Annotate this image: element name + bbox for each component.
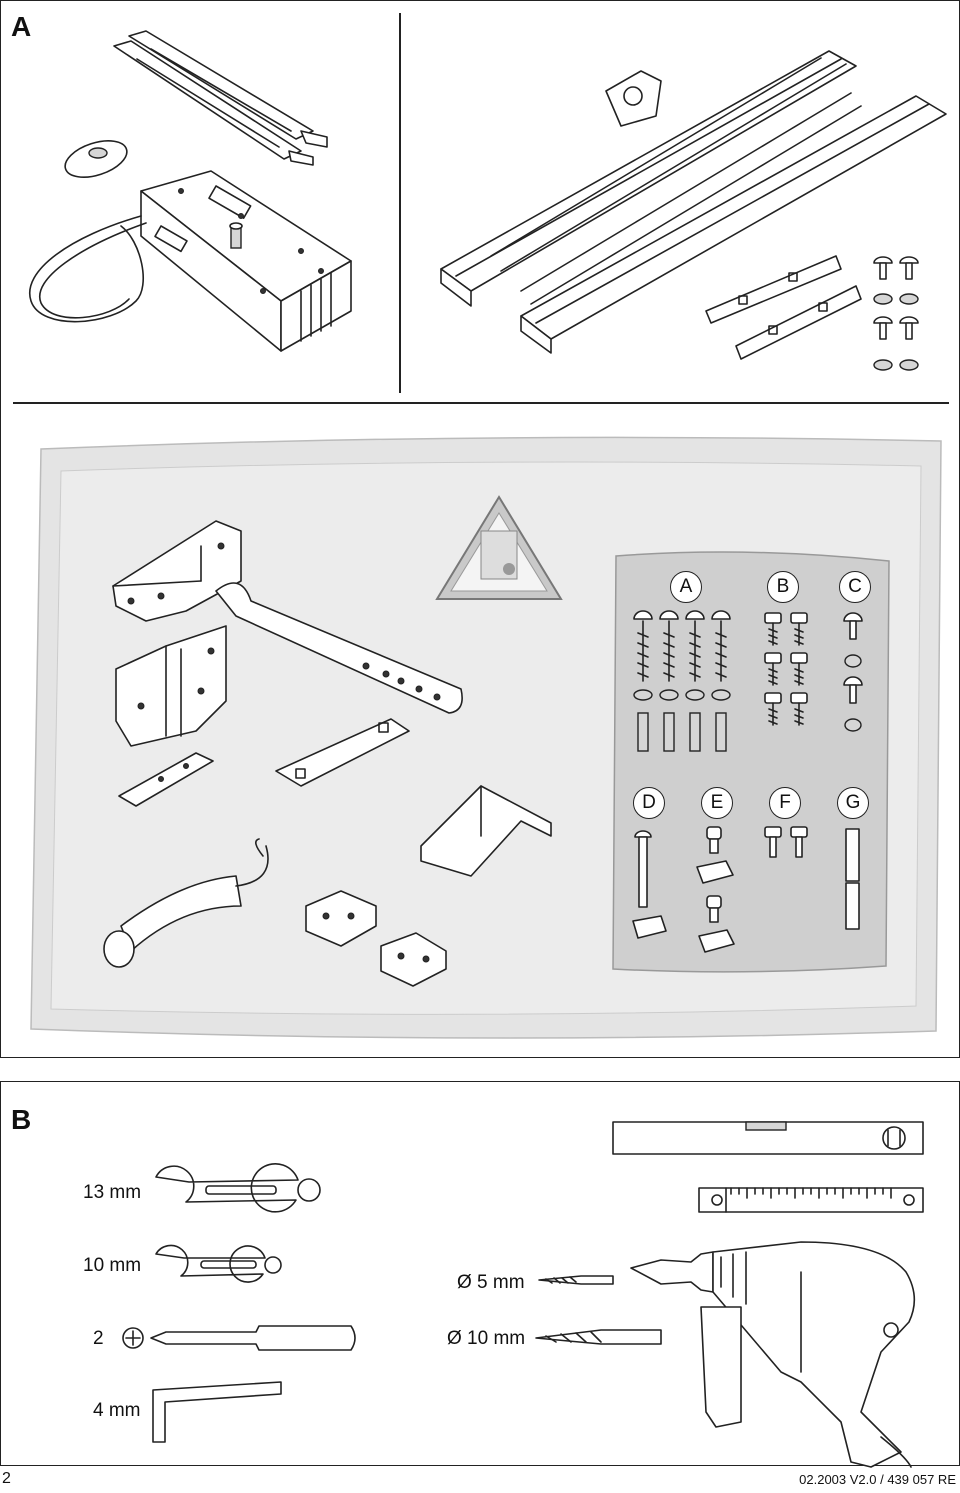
slotted-bracket xyxy=(113,30,328,166)
bag-g-rods xyxy=(845,828,860,930)
allen-key-label: 4 mm xyxy=(93,1400,141,1421)
page-number: 2 xyxy=(2,1470,11,1487)
warning-triangle-icon xyxy=(435,495,563,600)
wrench-13-label: 13 mm xyxy=(83,1182,142,1203)
spirit-level-icon xyxy=(612,1121,924,1155)
wrench-10-label: 10 mm xyxy=(83,1255,142,1276)
section-a-parts: A xyxy=(0,0,960,1058)
bag-label-a: A xyxy=(670,571,702,603)
bag-label-c: C xyxy=(839,571,871,603)
tools-illustration xyxy=(122,1121,924,1468)
bag-label-e: E xyxy=(701,787,733,819)
horizontal-divider xyxy=(13,402,949,404)
drill-bit-5-icon xyxy=(538,1275,614,1285)
drill-bit-5-label: Ø 5 mm xyxy=(457,1272,525,1293)
section-a-label: A xyxy=(11,11,32,42)
bag-label-g: G xyxy=(837,787,869,819)
top-divider xyxy=(399,13,401,393)
bag-f-bolts xyxy=(764,826,808,858)
drill-bit-10-label: Ø 10 mm xyxy=(447,1328,526,1349)
bag-brackets xyxy=(103,520,552,987)
bag-e-pins xyxy=(696,826,735,953)
bag-b-hex-screws xyxy=(764,612,808,726)
motor-unit-illustration xyxy=(28,30,947,1039)
allen-key-icon xyxy=(152,1381,282,1443)
drill-bit-10-icon xyxy=(535,1329,662,1345)
hardware-bag xyxy=(612,551,890,973)
drive-head xyxy=(140,170,352,352)
bolts-and-nuts xyxy=(873,256,919,371)
flat-mounting-plates xyxy=(705,255,862,360)
bag-d-pin xyxy=(632,830,667,939)
wrench-10-icon xyxy=(155,1244,282,1283)
ruler-icon xyxy=(698,1187,924,1213)
screwdriver-icon xyxy=(122,1325,356,1351)
wrench-13-icon xyxy=(155,1163,321,1213)
bag-label-b: B xyxy=(767,571,799,603)
rail-assembly xyxy=(440,50,947,354)
screwdriver-label: 2 xyxy=(93,1328,104,1349)
bag-label-d: D xyxy=(633,787,665,819)
section-b-tools: B 13 mm 10 mm 2 4 mm Ø 5 mm Ø 10 mm xyxy=(0,1081,960,1468)
power-drill-icon xyxy=(630,1241,916,1468)
document-code: 02.2003 V2.0 / 439 057 RE xyxy=(799,1472,956,1487)
section-b-label: B xyxy=(11,1104,32,1135)
bag-label-f: F xyxy=(769,787,801,819)
bag-a-lag-screws xyxy=(633,610,731,752)
bag-c-bolts xyxy=(843,612,863,732)
remote-fob xyxy=(64,140,128,178)
